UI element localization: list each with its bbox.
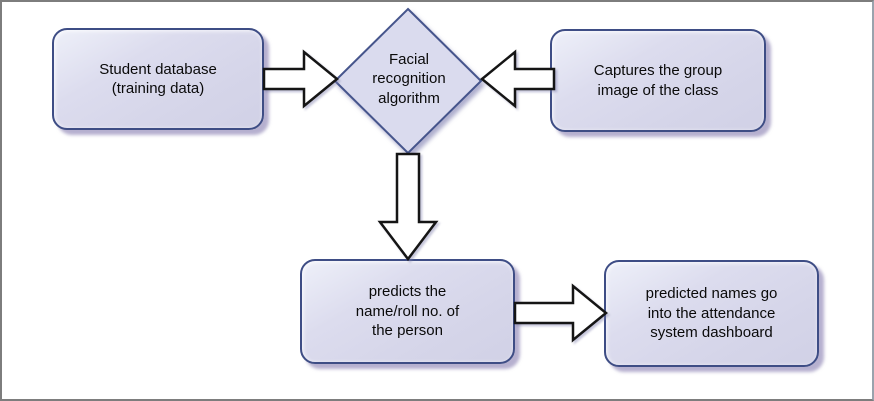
- node-student-database: Student database (training data): [52, 28, 264, 130]
- node-predicts-name-roll: predicts the name/roll no. of the person: [300, 259, 515, 364]
- node-facial-recognition-algorithm-label: Facial recognition algorithm: [372, 50, 446, 107]
- node-predicts-name-roll-label: predicts the name/roll no. of the person: [355, 283, 460, 340]
- arrow-algorithm-to-predicts-icon: [377, 152, 439, 262]
- arrow-student-db-to-algorithm-icon: [262, 49, 339, 109]
- arrow-predicts-to-dashboard-icon: [513, 283, 608, 343]
- node-captures-group-image-label: Captures the group image of the class: [593, 62, 723, 99]
- arrow-captures-to-algorithm-icon: [480, 49, 556, 109]
- node-captures-group-image: Captures the group image of the class: [550, 29, 766, 132]
- node-student-database-label: Student database (training data): [99, 60, 217, 98]
- node-facial-recognition-algorithm: Facial recognition algorithm: [328, 2, 490, 160]
- node-attendance-dashboard: predicted names go into the attendance s…: [604, 260, 819, 367]
- node-attendance-dashboard-label: predicted names go into the attendance s…: [645, 285, 778, 342]
